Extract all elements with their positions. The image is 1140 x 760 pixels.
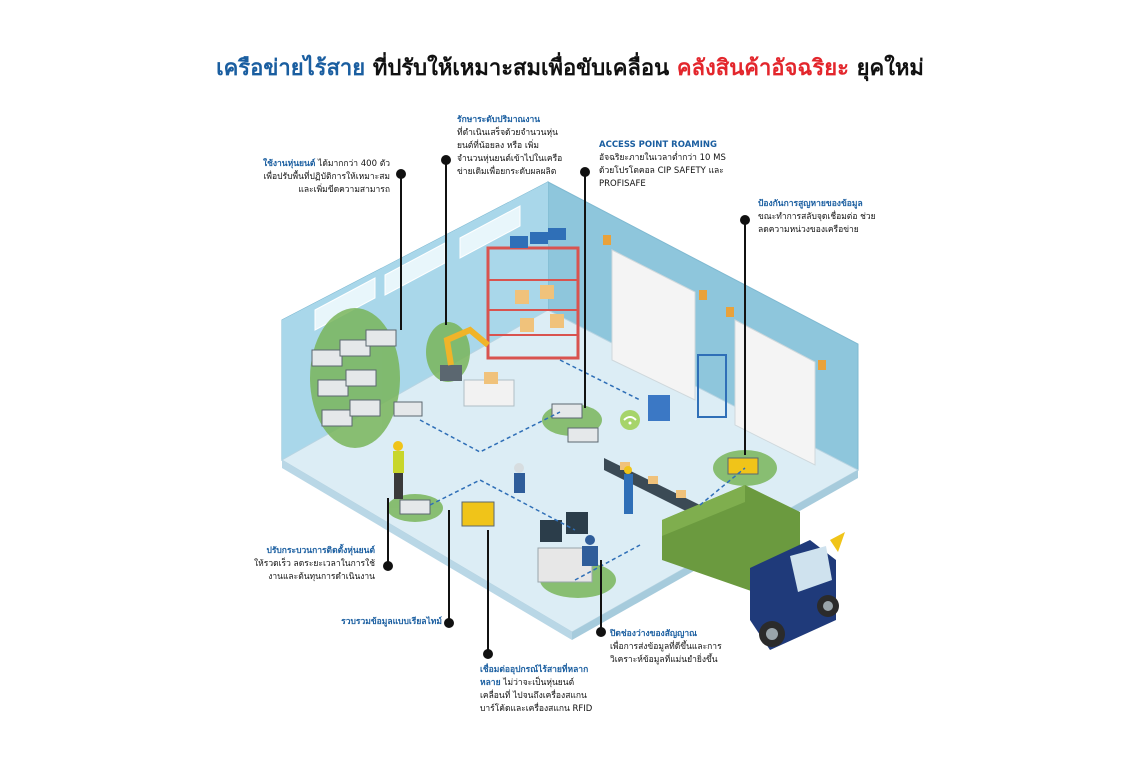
callout-install-text1: ให้รวดเร็ว ลดระยะเวลาในการใช้ (254, 559, 375, 569)
callout-devices-text2: เคลื่อนที่ ไปจนถึงเครื่องสแกน (480, 691, 587, 701)
callout-throughput-highlight: รักษาระดับปริมาณงาน (457, 115, 541, 125)
callout-roaming-highlight: ACCESS POINT ROAMING (599, 140, 718, 150)
worker-icon (393, 441, 633, 514)
callout-robots-highlight: ใช้งานหุ่นยนต์ (262, 159, 316, 169)
callout-gaps: ปิดช่องว่างของสัญญาณ เพื่อการส่งข้อมูลที… (610, 628, 760, 667)
garage-door-icon (611, 249, 816, 466)
page-title: เครือข่ายไร้สาย ที่ปรับให้เหมาะสมเพื่อขั… (0, 50, 1140, 85)
callout-gaps-text2: วิเคราะห์ข้อมูลที่แม่นยำยิ่งขึ้น (610, 655, 718, 665)
callout-throughput-text2: ยนต์ที่น้อยลง หรือ เพิ่ม (457, 141, 539, 151)
callout-devices-highlight2: หลาย (480, 678, 501, 688)
truck-icon (662, 485, 845, 650)
callout-realtime-highlight: รวบรวมข้อมูลแบบเรียลไทม์ (341, 617, 442, 627)
callout-roaming-text2: ด้วยโปรโตคอล CIP SAFETY และ (599, 166, 724, 176)
title-end: ยุคใหม่ (848, 56, 924, 81)
callout-install-highlight: ปรับกระบวนการติดตั้งหุ่นยนต์ (266, 546, 375, 556)
callout-roaming-text3: PROFISAFE (599, 179, 646, 189)
floor-edge-left (282, 460, 572, 640)
callout-robots-text1: ได้มากกว่า 400 ตัว (315, 159, 390, 169)
callout-throughput-text3: จำนวนหุ่นยนต์เข้าไปในเครือ (457, 154, 563, 164)
callout-roaming-text1: อัจฉริยะภายในเวลาต่ำกว่า 10 MS (599, 153, 726, 163)
shelving-icon (486, 228, 580, 360)
callout-devices-text3: บาร์โค้ดและเครื่องสแกน RFID (480, 704, 593, 714)
callout-throughput-text4: ข่ายเดิมเพื่อยกระดับผลผลิต (457, 167, 557, 177)
callout-devices: เชื่อมต่ออุปกรณ์ไร้สายที่หลาก หลาย ไม่ว่… (480, 664, 640, 716)
callout-dataloss-text2: ลดความหน่วงของเครือข่าย (758, 225, 859, 235)
callout-install: ปรับกระบวนการติดตั้งหุ่นยนต์ ให้รวดเร็ว … (220, 545, 375, 584)
robot-icon (311, 329, 423, 427)
callout-dataloss-highlight: ป้องกันการสูญหายของข้อมูล (758, 199, 863, 209)
leader-lines (383, 155, 750, 659)
callout-robots-text2: เพื่อปรับพื้นที่ปฏิบัติการให้เหมาะสม (263, 172, 390, 182)
signal-paths (419, 359, 746, 581)
callout-dataloss: ป้องกันการสูญหายของข้อมูล ขณะทำการสลับจุ… (758, 198, 908, 237)
callout-devices-highlight1: เชื่อมต่ออุปกรณ์ไร้สายที่หลาก (480, 665, 589, 675)
callout-robots: ใช้งานหุ่นยนต์ ได้มากกว่า 400 ตัว เพื่อป… (225, 158, 390, 197)
callout-dataloss-text1: ขณะทำการสลับจุดเชื่อมต่อ ช่วย (758, 212, 876, 222)
title-highlight-warehouse: คลังสินค้าอัจฉริยะ (676, 56, 849, 81)
callout-robots-text3: และเพิ่มขีดความสามารถ (298, 185, 390, 195)
callout-gaps-text1: เพื่อการส่งข้อมูลที่ดีขึ้นและการ (610, 642, 722, 652)
wifi-icon (620, 410, 640, 430)
computer-workstation-icon (537, 512, 598, 583)
title-middle: ที่ปรับให้เหมาะสมเพื่อขับเคลื่อน (365, 56, 677, 81)
title-highlight-network: เครือข่ายไร้สาย (216, 56, 366, 81)
callout-throughput-text1: ที่ดำเนินเสร็จด้วยจำนวนหุ่น (457, 128, 558, 138)
callout-gaps-highlight: ปิดช่องว่างของสัญญาณ (610, 629, 698, 639)
agv-icon (399, 354, 759, 527)
callout-throughput: รักษาระดับปริมาณงาน ที่ดำเนินเสร็จด้วยจำ… (457, 114, 582, 179)
callout-roaming: ACCESS POINT ROAMING อัจฉริยะภายในเวลาต่… (599, 139, 749, 191)
callout-install-text2: งานและต้นทุนการดำเนินงาน (268, 572, 375, 582)
callout-devices-text1: ไม่ว่าจะเป็นหุ่นยนต์ (500, 678, 575, 688)
callout-realtime: รวบรวมข้อมูลแบบเรียลไทม์ (300, 616, 442, 629)
robotic-arm-icon (440, 326, 515, 407)
